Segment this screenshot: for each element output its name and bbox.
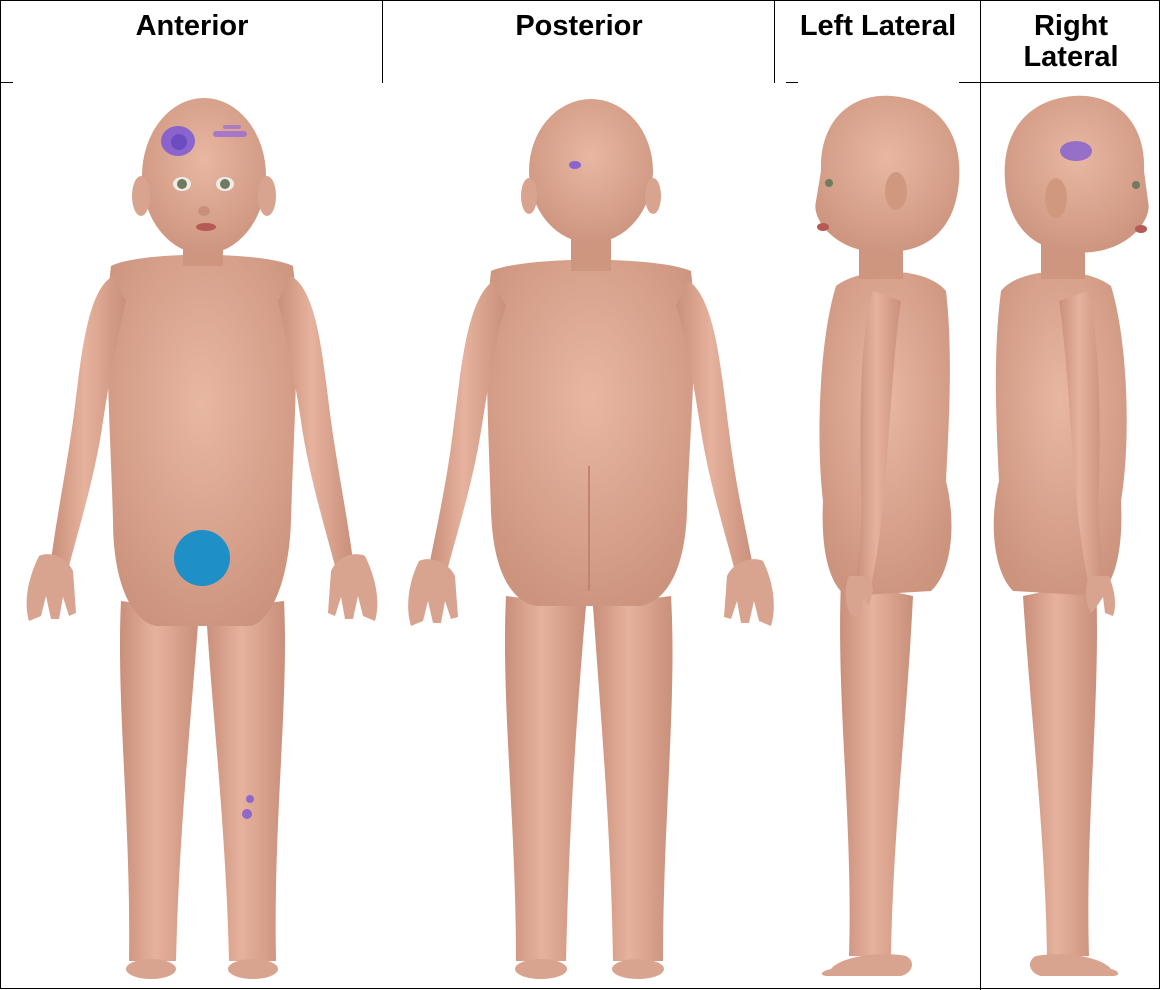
posterior-figure — [408, 99, 774, 979]
anterior-right-foot — [126, 959, 176, 979]
anterior-knee-bruise — [242, 809, 252, 819]
anterior-left-foot — [228, 959, 278, 979]
anterior-knee-bruise — [246, 795, 254, 803]
posterior-right-foot — [612, 959, 664, 979]
left-lateral-head — [815, 96, 959, 253]
right-lateral-ear — [1045, 178, 1067, 218]
left-lateral-ear — [885, 172, 907, 210]
posterior-left-leg — [505, 596, 586, 961]
anterior-right-hand — [27, 554, 76, 621]
posterior-head-bruise — [569, 161, 581, 169]
posterior-head — [529, 99, 653, 243]
left-lateral-mouth — [817, 223, 829, 231]
left-lateral-figure — [815, 96, 959, 976]
posterior-left-foot — [515, 959, 567, 979]
anterior-brow-bruise-upper — [223, 125, 241, 129]
posterior-right-leg — [593, 596, 672, 961]
posterior-left-hand — [408, 559, 458, 626]
anterior-left-leg — [206, 601, 285, 961]
anterior-left-iris — [220, 179, 230, 189]
anterior-mouth — [196, 223, 216, 231]
right-lateral-leg — [1023, 581, 1097, 956]
anterior-right-iris — [177, 179, 187, 189]
anterior-left-ear — [258, 176, 276, 216]
right-lateral-mouth — [1135, 225, 1147, 233]
anterior-nose — [198, 206, 210, 216]
anterior-right-ear — [132, 176, 150, 216]
anterior-forehead-bruise-core — [171, 134, 187, 150]
anterior-figure — [27, 98, 378, 979]
posterior-torso — [487, 260, 694, 606]
posterior-left-ear — [521, 178, 537, 214]
right-lateral-figure — [994, 96, 1149, 976]
right-lateral-eye — [1132, 181, 1140, 189]
left-lateral-eye — [825, 179, 833, 187]
right-lateral-head-bruise — [1060, 141, 1092, 161]
anterior-brow-bruise — [213, 131, 247, 137]
left-lateral-foot — [822, 954, 912, 976]
anterior-right-leg — [120, 601, 199, 961]
right-lateral-head — [1005, 96, 1149, 253]
right-lateral-foot — [1030, 954, 1118, 976]
posterior-right-ear — [645, 178, 661, 214]
right-lateral-hand — [1086, 576, 1115, 616]
posterior-right-hand — [724, 559, 774, 626]
right-lateral-torso — [994, 272, 1127, 596]
anterior-left-hand — [328, 554, 377, 621]
anterior-genital-censor-dot — [174, 530, 230, 586]
left-lateral-leg — [840, 581, 913, 956]
